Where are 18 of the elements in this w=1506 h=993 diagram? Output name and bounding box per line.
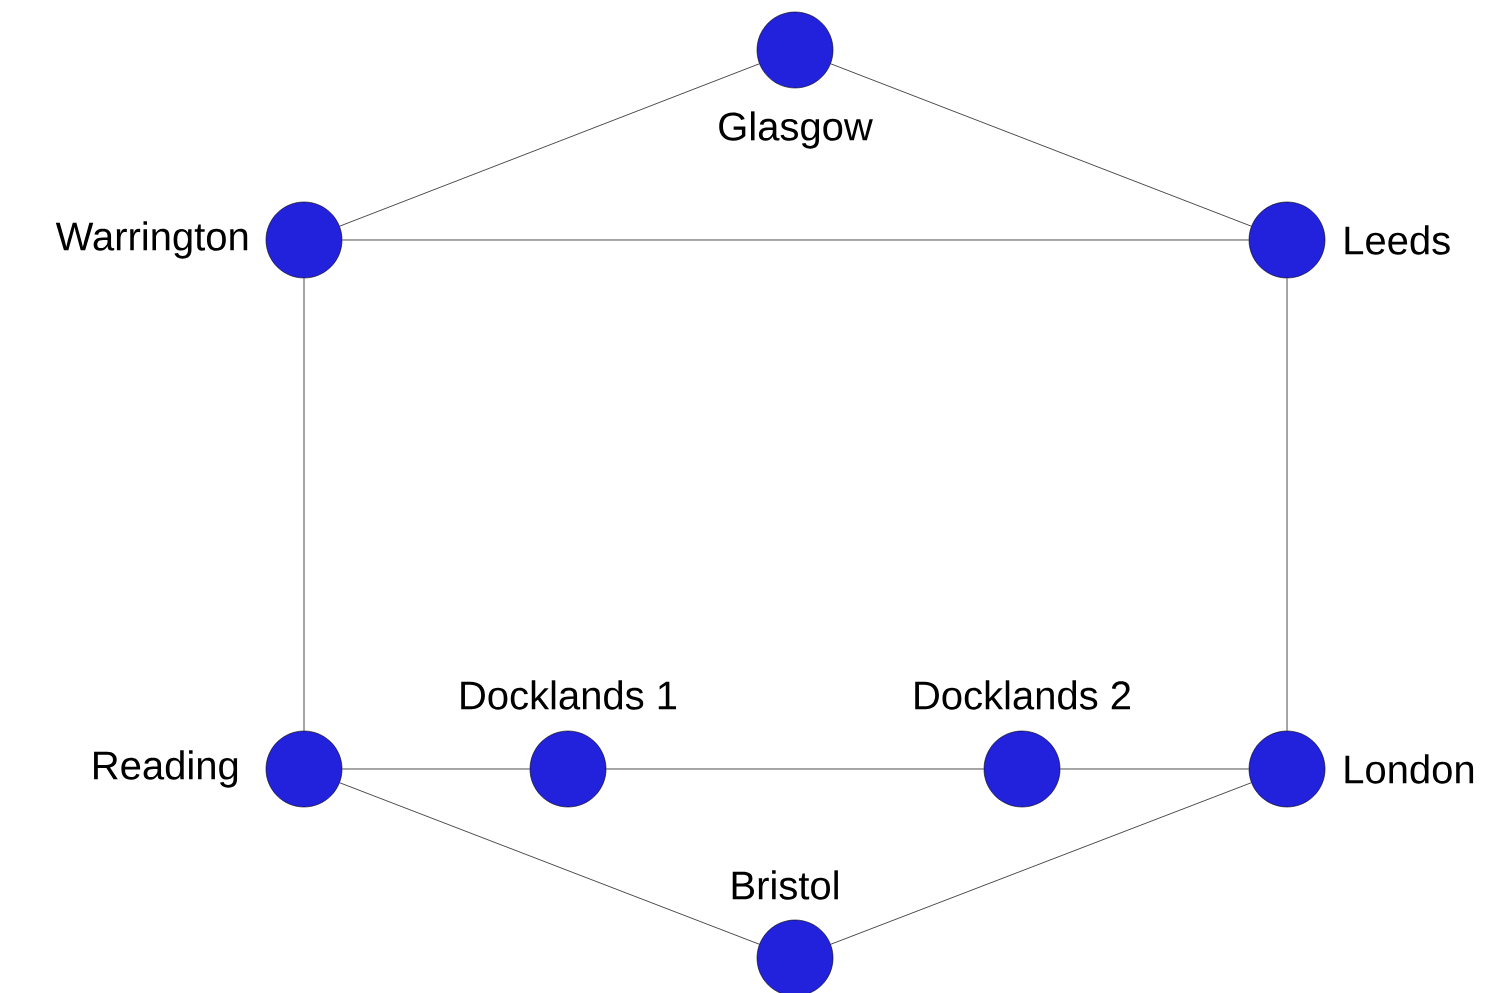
station-label: Reading [94,750,238,788]
connector-line [341,768,531,770]
connector-line [830,782,1252,945]
connector-line [1059,768,1250,770]
connector-line [339,63,760,227]
station-label: Docklands 1 [461,680,677,710]
connector-line [605,768,985,770]
connector-line [341,239,1250,241]
station-label: Leeds [1345,225,1450,255]
connector-line [339,782,760,945]
station-label: London [1345,754,1474,784]
station-label: Docklands 2 [915,680,1130,710]
connector-line [303,277,305,732]
station-label: Glasgow [719,111,873,149]
connector-line [830,63,1252,227]
station-label: Warrington [55,221,248,259]
station-label: Bristol [732,870,838,900]
connector-line [1286,277,1288,732]
